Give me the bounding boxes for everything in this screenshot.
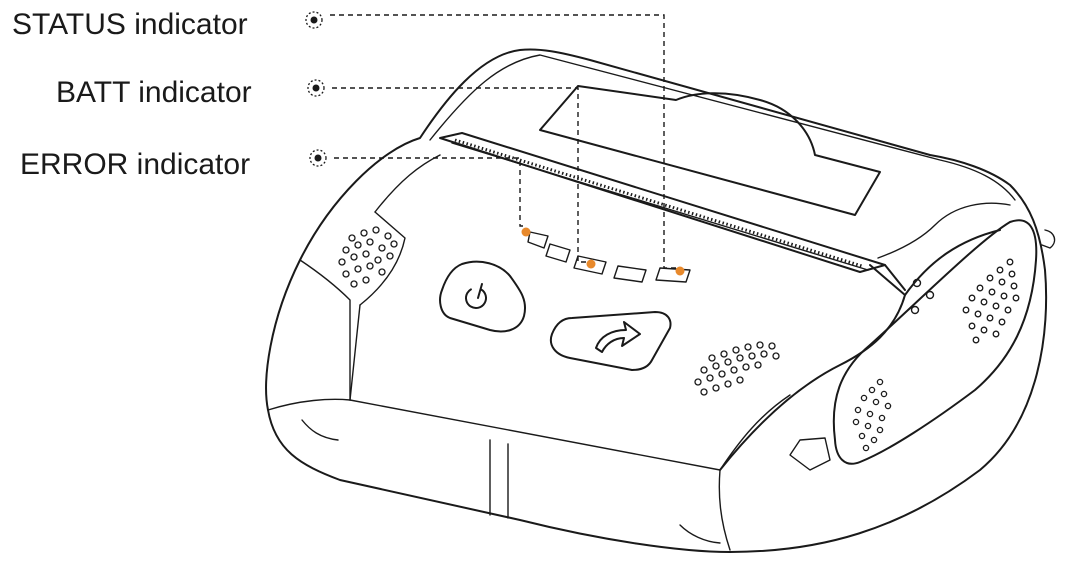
error-marker-icon <box>309 149 327 167</box>
front-right-vent-holes <box>694 341 780 396</box>
curved-arrow-icon <box>595 321 641 353</box>
batt-leader-line <box>332 87 590 263</box>
left-vent-holes <box>338 226 398 288</box>
status-leader-line <box>330 14 680 269</box>
paper-slot-teeth <box>454 138 863 268</box>
led-2 <box>545 243 571 263</box>
status-led-dot <box>675 266 685 276</box>
error-led <box>527 231 549 249</box>
power-icon <box>465 283 487 309</box>
status-led <box>655 267 691 283</box>
batt-marker-icon <box>307 79 325 97</box>
led-4 <box>613 265 647 283</box>
batt-led-dot <box>586 259 596 269</box>
power-button[interactable] <box>439 260 526 333</box>
led-indicator-row <box>527 231 691 283</box>
paper-cover-window <box>539 85 881 216</box>
error-led-dot <box>521 227 531 237</box>
batt-indicator-label: BATT indicator <box>56 76 252 109</box>
status-marker-icon <box>305 11 323 29</box>
lower-side-vent-holes <box>852 378 892 452</box>
printer-body <box>265 48 1056 553</box>
error-leader-line <box>334 157 526 227</box>
status-indicator-label: STATUS indicator <box>12 8 248 41</box>
side-panel-vent-holes <box>962 258 1020 344</box>
error-indicator-label: ERROR indicator <box>20 148 250 181</box>
battery-side-panel <box>832 219 1038 465</box>
feed-button[interactable] <box>550 311 672 371</box>
batt-led <box>573 255 607 275</box>
